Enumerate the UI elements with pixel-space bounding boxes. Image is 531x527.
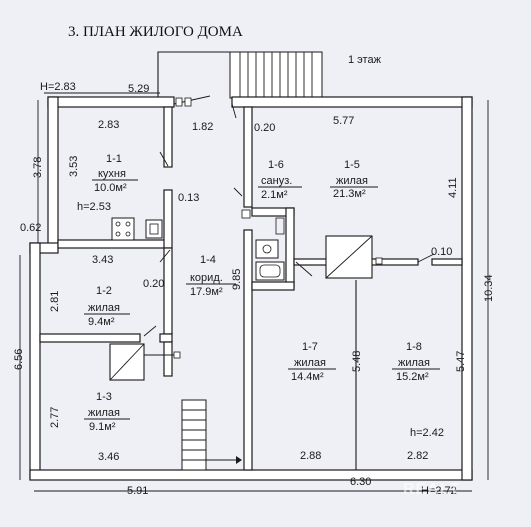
dim-1-82: 1.82 (192, 121, 213, 133)
bathroom-fixtures (241, 209, 285, 281)
room-area: 9.4м² (88, 316, 115, 328)
room-1-2: 1-2 жилая 9.4м² (84, 285, 130, 328)
dim-5-91: 5.91 (127, 485, 148, 497)
dim-3-43: 3.43 (92, 254, 113, 266)
room-id: 1-5 (344, 159, 360, 171)
room-1-5: 1-5 жилая 21.3м² (330, 159, 378, 200)
room-id: 1-7 (302, 341, 318, 353)
dim-4-11: 4.11 (447, 177, 459, 198)
dim-2-81: 2.81 (49, 291, 61, 312)
dim-5-47: 5.47 (455, 351, 467, 372)
room-name: жилая (88, 302, 120, 314)
dim-2-82: 2.82 (407, 450, 428, 462)
room-area: 17.9м² (190, 286, 223, 298)
dim-2-88: 2.88 (300, 450, 321, 462)
room-id: 1-3 (96, 391, 112, 403)
kitchen-sink (145, 219, 163, 239)
dim-5-29: 5.29 (128, 83, 149, 95)
room-name: корид. (190, 272, 223, 284)
height-room-1-8: h=2.42 (410, 427, 444, 439)
room-1-8: 1-8 жилая 15.2м² (392, 341, 440, 383)
height-room-1-1: h=2.53 (77, 201, 111, 213)
room-id: 1-2 (96, 285, 112, 297)
room-area: 10.0м² (94, 182, 127, 194)
room-name: жилая (398, 357, 430, 369)
dim-0-10: 0.10 (431, 246, 452, 258)
dim-2-83: 2.83 (98, 119, 119, 131)
room-area: 21.3м² (333, 188, 366, 200)
dim-0-13: 0.13 (178, 192, 199, 204)
dim-0-20-mid: 0.20 (143, 278, 164, 290)
room-1-6: 1-6 сануз. 2.1м² (258, 159, 302, 201)
room-name: жилая (88, 407, 120, 419)
dim-5-48: 5.48 (351, 351, 363, 372)
room-id: 1-8 (406, 341, 422, 353)
room-area: 2.1м² (261, 189, 288, 201)
dim-3-46: 3.46 (98, 451, 119, 463)
room-1-1: 1-1 кухня 10.0м² (92, 153, 138, 194)
dim-10-34: 10.34 (483, 274, 495, 302)
dim-9-85: 9.85 (231, 269, 243, 290)
dim-6-56: 6.56 (13, 349, 25, 370)
floor-label: 1 этаж (348, 54, 382, 66)
room-1-7: 1-7 жилая 14.4м² (288, 341, 336, 383)
room-id: 1-6 (268, 159, 284, 171)
outer-walls (29, 96, 473, 481)
height-top-left: H=2.83 (40, 81, 76, 93)
room-area: 14.4м² (291, 371, 324, 383)
plan-title: 3. ПЛАН ЖИЛОГО ДОМА (68, 24, 243, 40)
room-id: 1-4 (200, 254, 216, 266)
watermark-logo: REALT (403, 481, 460, 498)
room-id: 1-1 (106, 153, 122, 165)
room-name: сануз. (261, 175, 292, 187)
dim-5-77: 5.77 (333, 115, 354, 127)
heater-room-1-3 (109, 343, 181, 381)
staircase-top (157, 51, 323, 99)
heater-room-1-5 (325, 235, 383, 279)
room-1-4: 1-4 корид. 17.9м² (186, 254, 236, 298)
stove (111, 217, 135, 241)
dim-6-30: 6.30 (350, 476, 371, 488)
dim-3-53: 3.53 (68, 156, 80, 177)
dim-0-62: 0.62 (20, 222, 41, 234)
dim-3-78: 3.78 (32, 157, 44, 178)
dim-0-20-top: 0.20 (254, 122, 275, 134)
room-name: жилая (294, 357, 326, 369)
room-name: кухня (98, 168, 126, 180)
room-1-3: 1-3 жилая 9.1м² (84, 391, 130, 433)
dim-2-77: 2.77 (49, 407, 61, 428)
dimension-lines (19, 92, 489, 492)
room-area: 15.2м² (396, 371, 429, 383)
staircase-inner (181, 399, 242, 471)
room-name: жилая (336, 175, 368, 187)
height-bottom-right: H=2.72 (421, 485, 457, 497)
room-area: 9.1м² (89, 421, 116, 433)
